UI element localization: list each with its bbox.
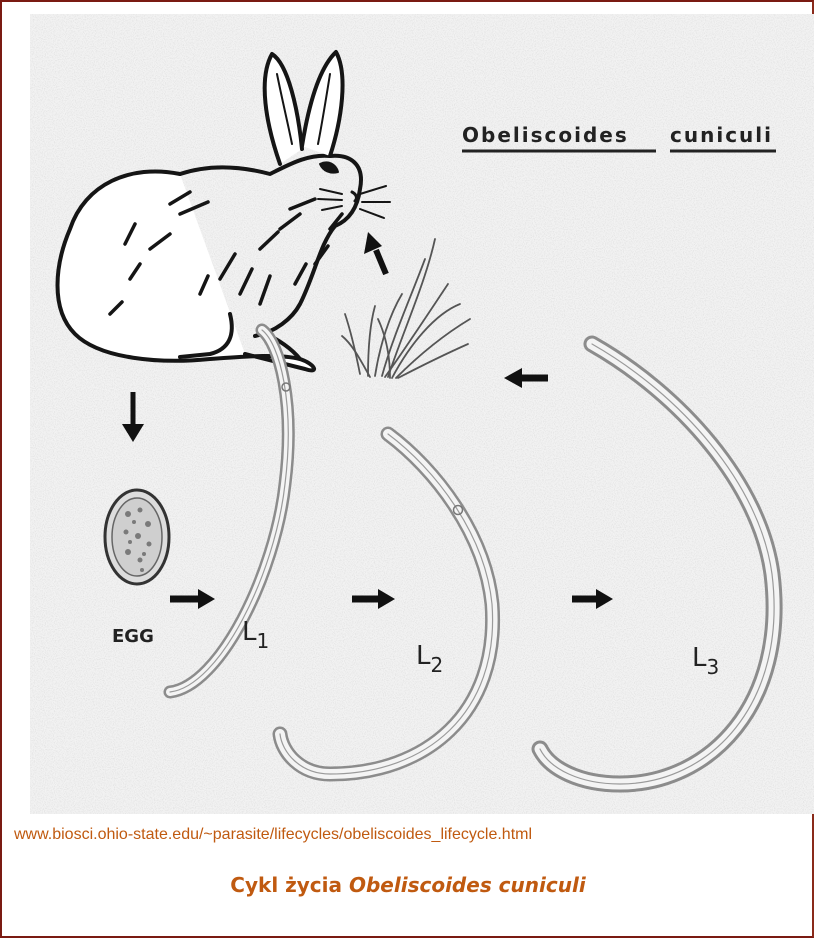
source-url: www.biosci.ohio-state.edu/~parasite/life… <box>14 826 532 844</box>
title-word-species: cuniculi <box>670 123 773 147</box>
lifecycle-diagram: Obeliscoides cuniculi <box>30 14 814 814</box>
egg-illustration <box>105 490 169 584</box>
title-word-genus: Obeliscoides <box>462 123 629 147</box>
caption-species: Obeliscoides cuniculi <box>349 873 586 897</box>
diagram-title: Obeliscoides cuniculi <box>462 123 776 151</box>
caption-prefix: Cykl życia <box>230 873 349 897</box>
egg-label: EGG <box>112 626 154 647</box>
figure-caption: Cykl życia Obeliscoides cuniculi <box>0 873 816 897</box>
